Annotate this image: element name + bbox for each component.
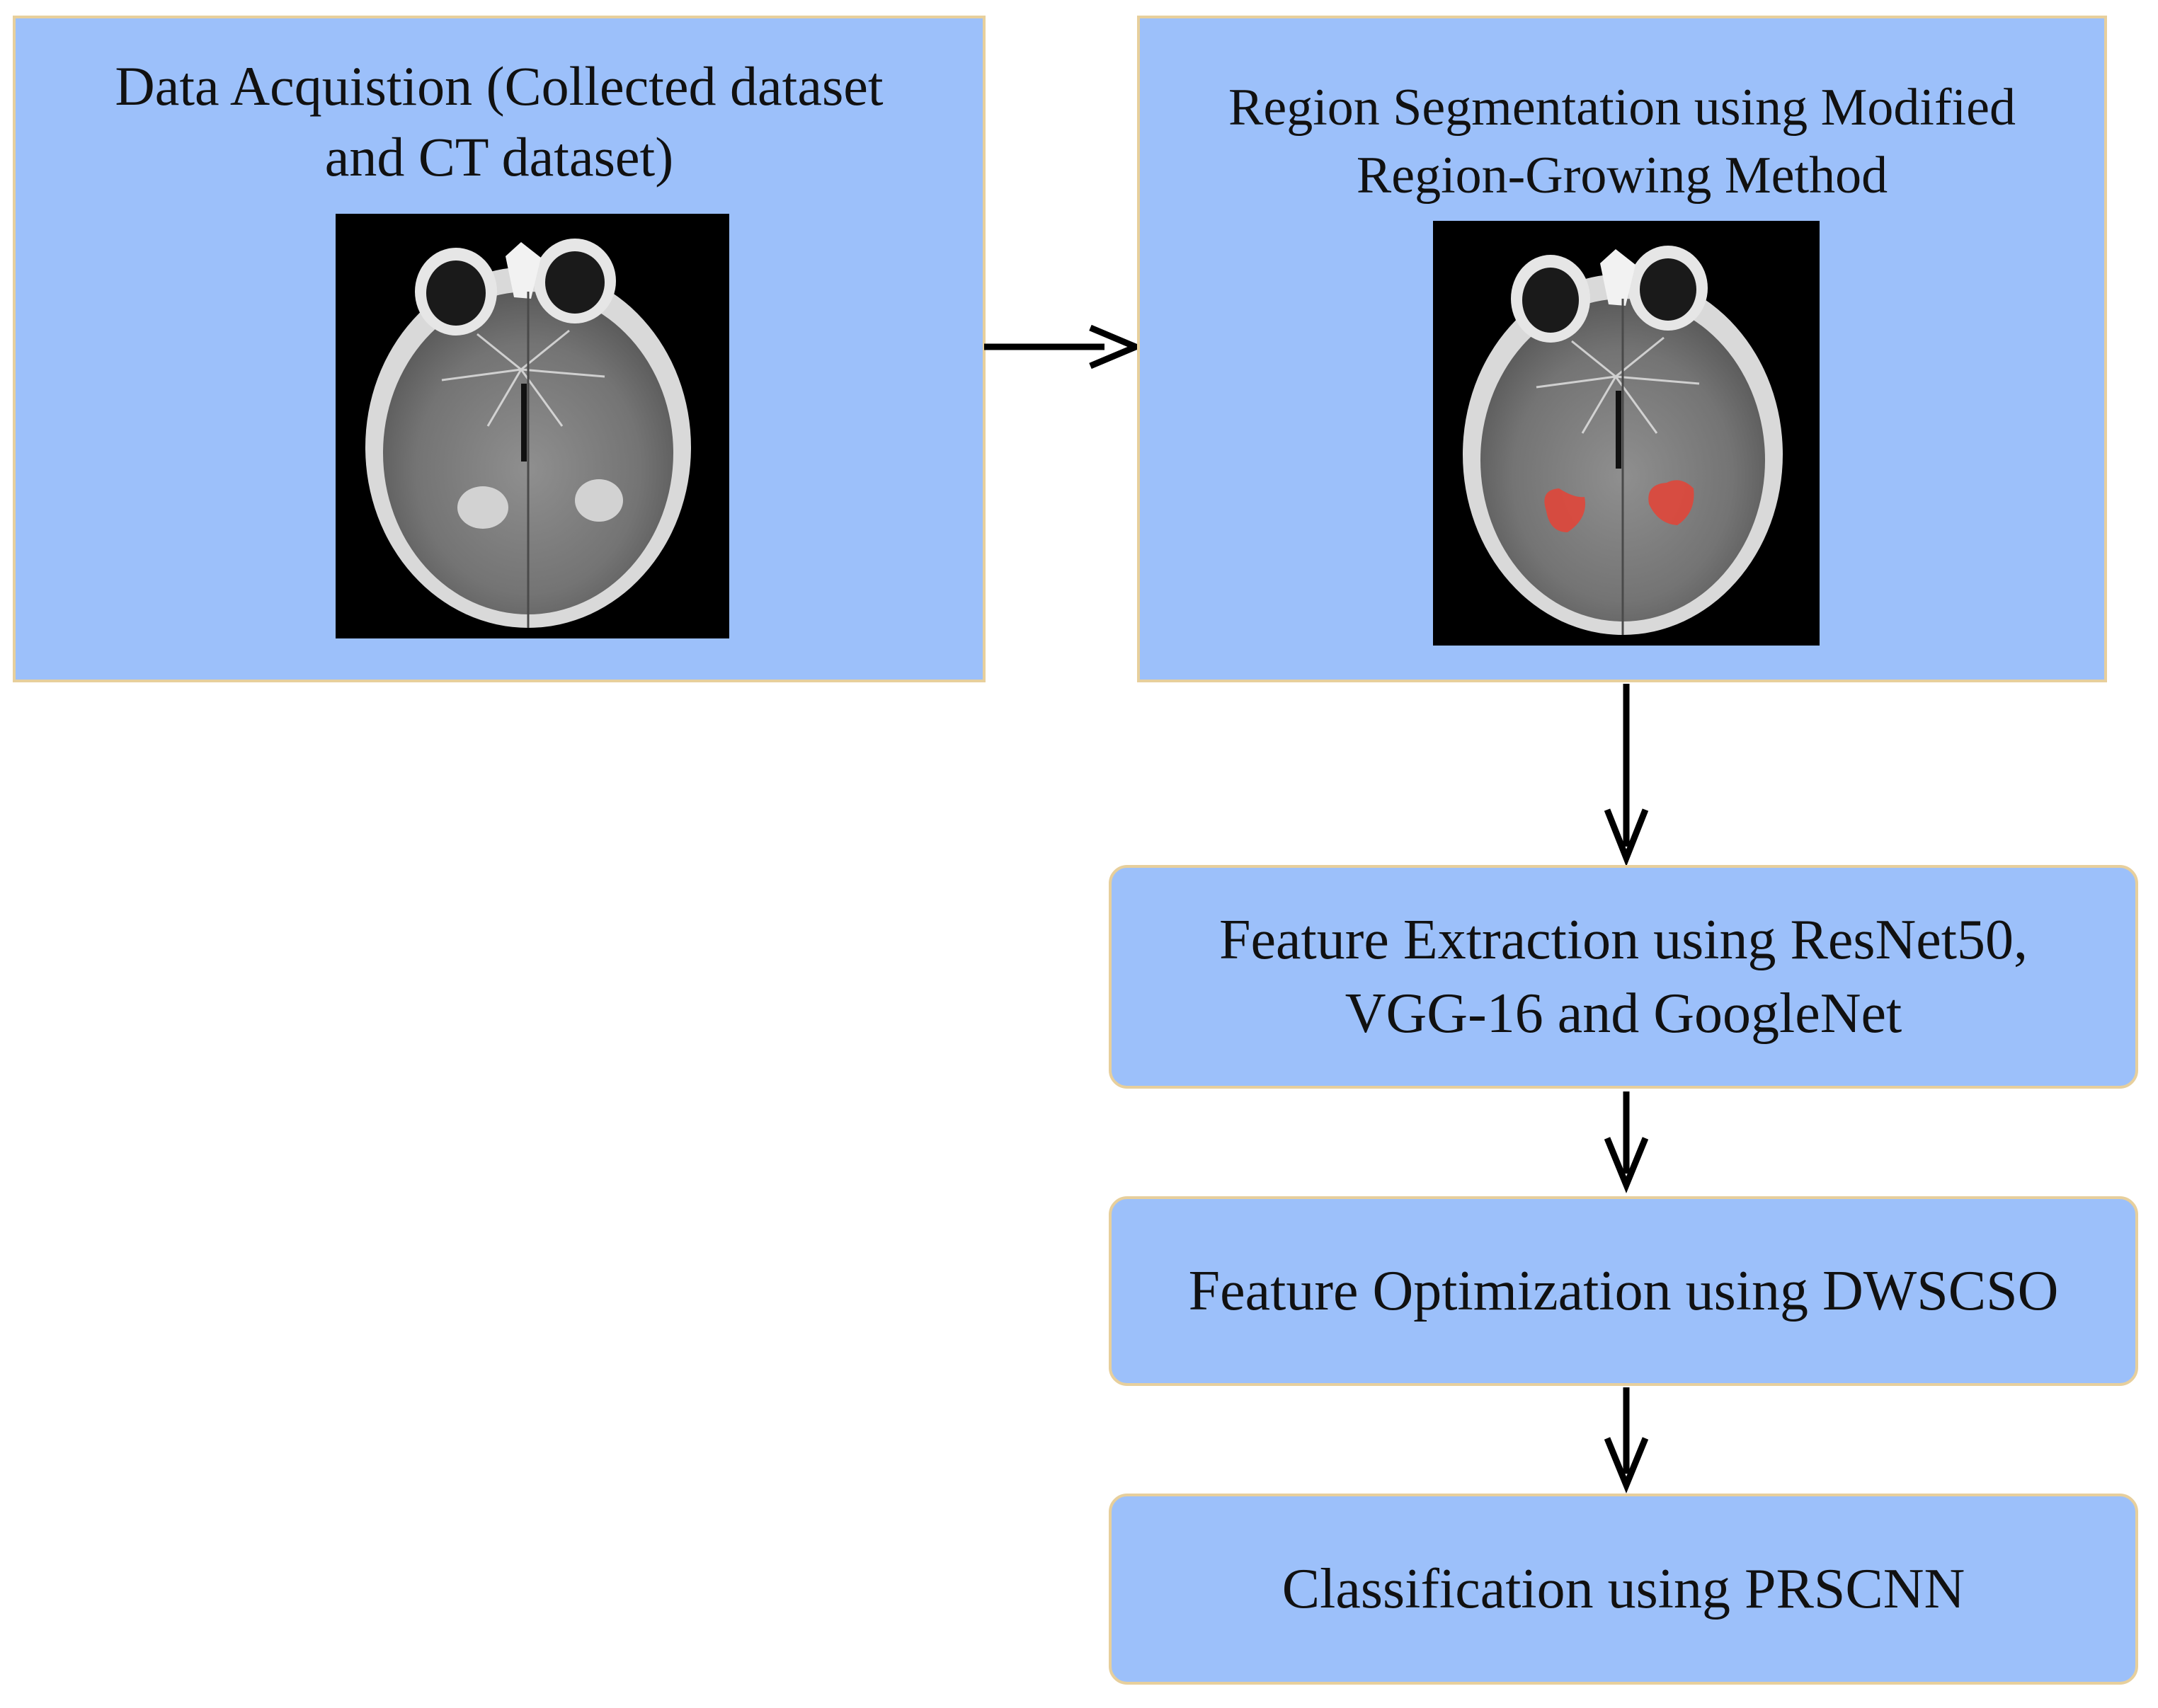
region-segmentation-label: Region Segmentation using Modified Regio… (1228, 79, 2016, 205)
region-segmentation-box: Region Segmentation using Modified Regio… (1137, 16, 2107, 682)
data-acquisition-box: Data Acquistion (Collected dataset and C… (13, 16, 986, 682)
arrow-segmentation-to-extraction (1602, 684, 1651, 871)
brain-ct-scan-segmented-image (1433, 221, 1820, 646)
data-acquisition-label: Data Acquistion (Collected dataset and C… (115, 55, 884, 188)
classification-label: Classification using PRSCNN (1281, 1558, 1965, 1620)
feature-optimization-box: Feature Optimization using DWSCSO (1109, 1196, 2138, 1386)
arrow-acquisition-to-segmentation (984, 322, 1148, 372)
feature-optimization-label: Feature Optimization using DWSCSO (1188, 1260, 2059, 1322)
feature-extraction-label: Feature Extraction using ResNet50, VGG-1… (1219, 909, 2028, 1045)
feature-extraction-box: Feature Extraction using ResNet50, VGG-1… (1109, 865, 2138, 1089)
arrow-extraction-to-optimization (1602, 1091, 1651, 1195)
arrow-optimization-to-classification (1602, 1387, 1651, 1495)
classification-box: Classification using PRSCNN (1109, 1494, 2138, 1685)
brain-ct-scan-image (336, 214, 729, 638)
